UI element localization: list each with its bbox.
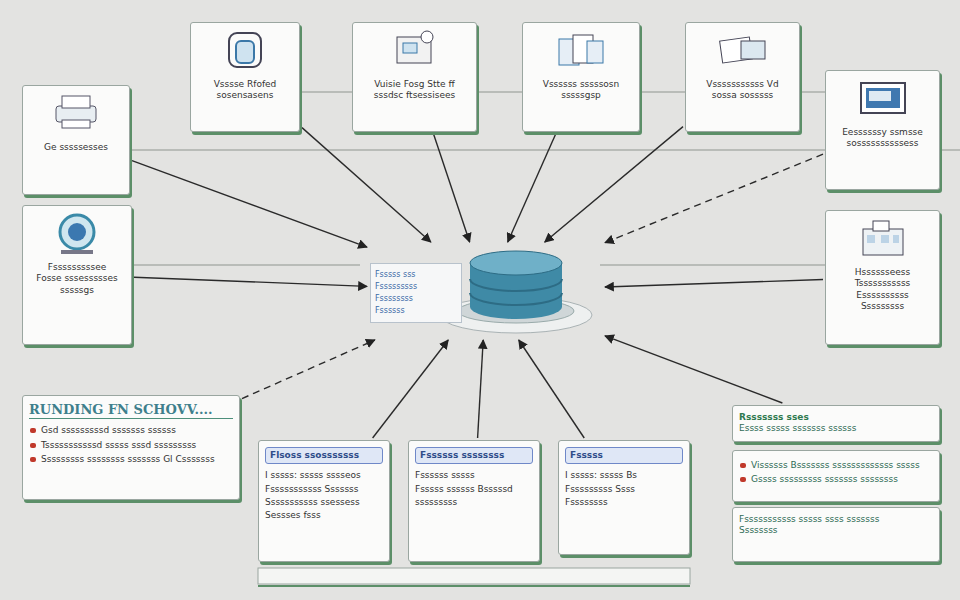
card-icon — [717, 29, 769, 73]
connector-arrow — [132, 161, 367, 248]
node-text: Fsssss sss — [375, 270, 457, 280]
connector-arrow — [605, 154, 823, 243]
node-text: Sssssssss — [832, 301, 933, 312]
side-box: Eessssssy ssmssesossssssssssess — [825, 70, 940, 190]
rail-line — [132, 264, 360, 266]
node-text: Fssssss — [375, 306, 457, 316]
node-text: sssssgs — [29, 285, 125, 296]
node-text: sossssssssssess — [832, 138, 933, 149]
connector-arrow — [242, 340, 375, 399]
node-text: Sssssssssss ssessess — [265, 497, 383, 508]
connector-arrow — [302, 128, 431, 242]
node-text: Vsssssssssss Vd — [692, 79, 793, 90]
node-text: sssssssss — [415, 497, 533, 508]
connector-arrow — [434, 134, 470, 242]
node-text: Fssssssss — [565, 497, 683, 508]
list-box: Rsssssss ssesEssss sssss sssssss ssssss — [732, 405, 940, 442]
connector-arrow — [478, 340, 484, 438]
bullet-text: Tsssssssssssd sssss sssd sssssssss — [29, 440, 233, 451]
node-text: Fsssssssssss Sssssss — [265, 484, 383, 495]
top-box: Vssssss sssssosnsssssgsp — [522, 22, 640, 132]
card-box: Flsoss ssosssssss I sssss: sssss sssseosF… — [258, 440, 390, 562]
node-text: Ssssssss — [739, 525, 933, 536]
card-header: Fsssss — [565, 447, 683, 464]
node-text: I sssss: sssss Bs — [565, 470, 683, 481]
base-bar — [258, 568, 690, 584]
card-header: Fssssss ssssssss — [415, 447, 533, 464]
node-text: Eessssssy ssmsse — [832, 127, 933, 138]
lock-icon — [219, 29, 271, 73]
data-panel: Fsssss sssFsssssssssFssssssssFssssss — [370, 263, 462, 323]
side-box: Ge sssssesses — [22, 85, 130, 195]
node-text: Vsssse Rfofed — [197, 79, 293, 90]
card-box: Fssssss ssssssssFssssss sssssFsssss ssss… — [408, 440, 540, 562]
connector-arrow — [519, 340, 584, 438]
panel-box: RUNDING FN SCHOVV.... Gsd sssssssssd ssss… — [22, 395, 240, 500]
card-header: Flsoss ssosssssss — [265, 447, 383, 464]
bullet-text: Sssssssss ssssssss sssssss Gl Csssssss — [29, 454, 233, 465]
node-text: Fsssssssss — [375, 282, 457, 292]
side-box: HsssssseessTsssssssssssEssssssssssSsssss… — [825, 210, 940, 345]
node-text: sossa sosssss — [692, 90, 793, 101]
panel-title: RUNDING FN SCHOVV.... — [29, 402, 233, 419]
base-bar-shadow — [258, 585, 690, 587]
node-text: Rsssssss sses — [739, 412, 933, 423]
screen-icon — [857, 77, 909, 121]
side-box: FssssssssseeFosse sssesssssessssssgs — [22, 205, 132, 345]
top-box: Vsssse Rfofedsosensasens — [190, 22, 300, 132]
building-icon — [857, 217, 909, 261]
node-text: Ge sssssesses — [29, 142, 123, 153]
node-text: Fssssss sssss — [415, 470, 533, 481]
desk-icon — [389, 29, 441, 73]
node-text: sssdsc ftsessisees — [359, 90, 470, 101]
connector-arrow — [545, 127, 683, 242]
node-text: sosensasens — [197, 90, 293, 101]
node-text: Essss sssss sssssss ssssss — [739, 423, 933, 434]
node-text: Fsssssssss Ssss — [565, 484, 683, 495]
connector-arrow — [605, 336, 782, 403]
node-text: Vuisie Fosg Stte ff — [359, 79, 470, 90]
node-text: Sessses fsss — [265, 510, 383, 521]
docs-icon — [555, 29, 607, 73]
node-text: Vssssss sssssosn — [529, 79, 633, 90]
node-text: Fsssss ssssss Bsssssd — [415, 484, 533, 495]
node-text: Tsssssssssss — [832, 278, 933, 289]
bullet-text: Vissssss Bsssssss sssssssssssss sssss — [739, 460, 933, 471]
node-text: sssssgsp — [529, 90, 633, 101]
node-text: I sssss: sssss sssseos — [265, 470, 383, 481]
top-box: Vuisie Fosg Stte ffsssdsc ftsessisees — [352, 22, 477, 132]
node-text: Hsssssseess — [832, 267, 933, 278]
printer-icon — [50, 92, 102, 136]
bullet-text: Gsd sssssssssd sssssss ssssss — [29, 425, 233, 436]
bullet-text: Gssss sssssssss sssssss ssssssss — [739, 474, 933, 485]
connector-arrow — [605, 280, 823, 287]
node-text: Fsssssssssee — [29, 262, 125, 273]
connector-arrow — [373, 340, 449, 438]
rail-line — [600, 264, 825, 266]
center-box: Fsssss sssFsssssssssFssssssssFssssss — [370, 245, 602, 337]
top-box: Vsssssssssss Vdsossa sosssss — [685, 22, 800, 132]
list-box: Fsssssssssss sssss ssss sssssssSsssssss — [732, 507, 940, 562]
node-text: Essssssssss — [832, 290, 933, 301]
node-text: Fssssssss — [375, 294, 457, 304]
list-box: Vissssss Bsssssss sssssssssssss sssssGss… — [732, 450, 940, 502]
connector-arrow — [134, 277, 367, 286]
node-text: Fsssssssssss sssss ssss sssssss — [739, 514, 933, 525]
connector-arrow — [508, 134, 556, 242]
card-box: Fsssss I sssss: sssss Bs Fsssssssss SsssFs… — [558, 440, 690, 555]
node-text: Fosse sssessssses — [29, 273, 125, 284]
globe-icon — [51, 212, 103, 256]
